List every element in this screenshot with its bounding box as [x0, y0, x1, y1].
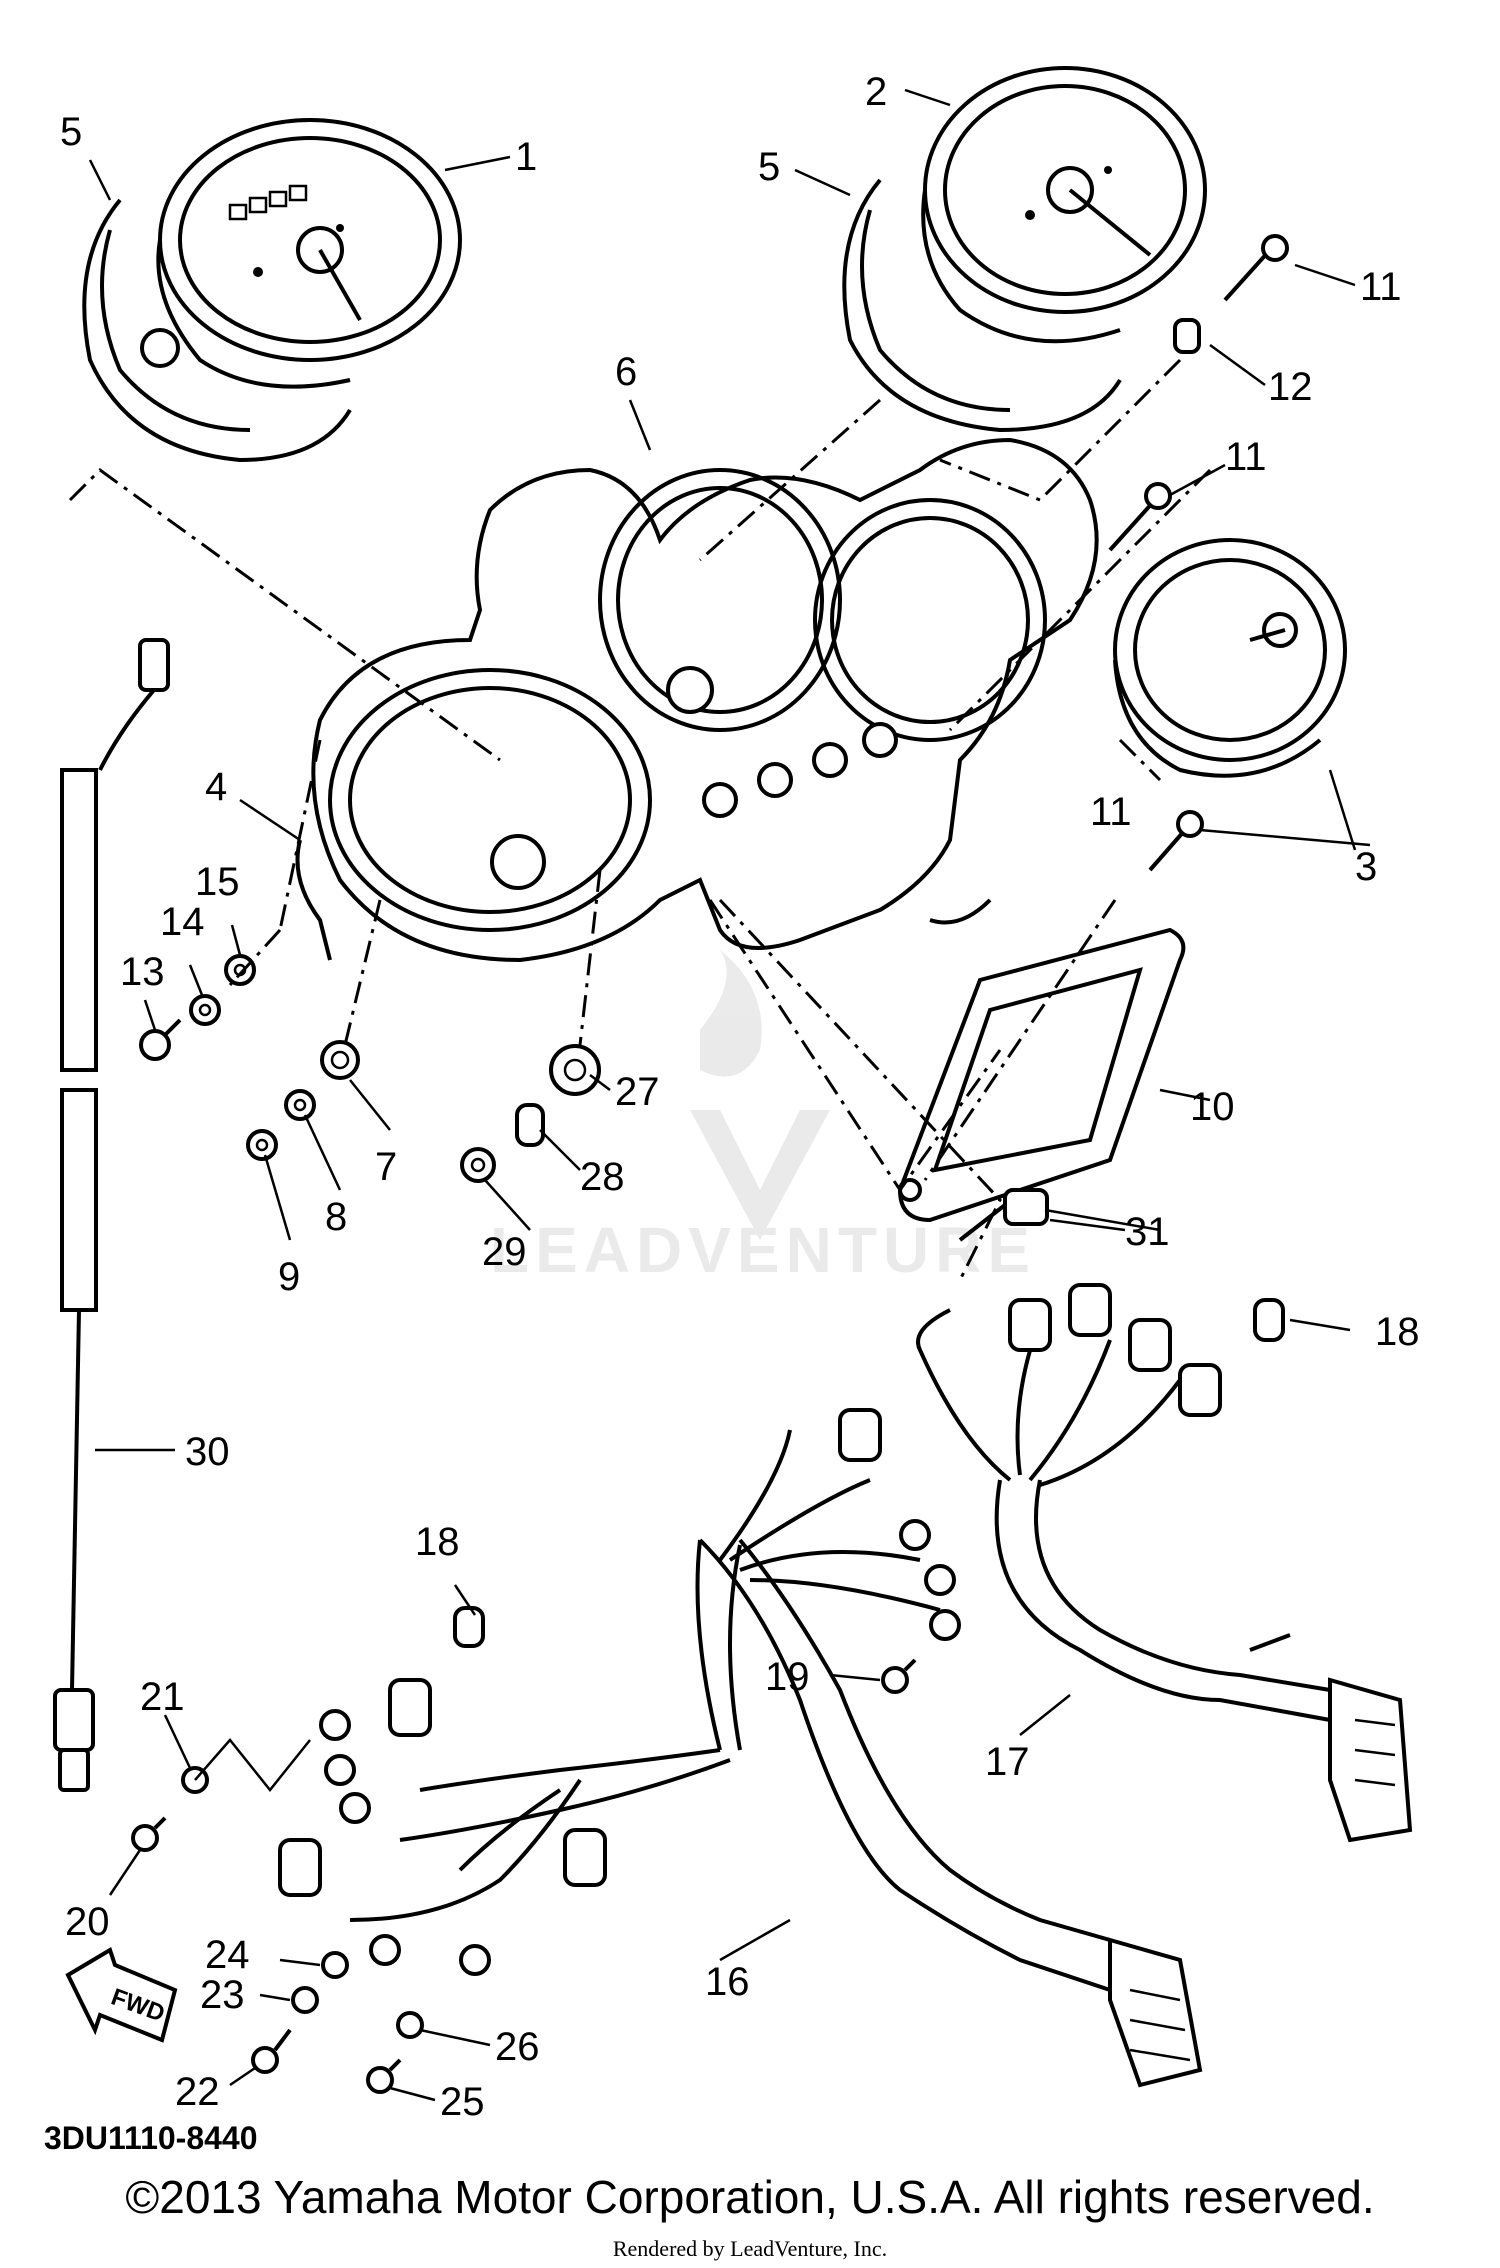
screw-13	[139, 1018, 182, 1061]
callout-3: 3	[1355, 845, 1377, 889]
callout-6: 6	[615, 350, 637, 394]
callout-29: 29	[482, 1230, 527, 1274]
callout-4: 4	[205, 765, 227, 809]
speedometer-cable	[53, 638, 170, 1792]
bolt-31	[958, 1188, 1049, 1242]
callout-17: 17	[985, 1740, 1030, 1784]
indicator-lens	[897, 927, 1186, 1223]
callout-9: 9	[278, 1255, 300, 1299]
callout-28: 28	[580, 1155, 625, 1199]
callout-5-right: 5	[758, 145, 780, 189]
alignment-lines	[68, 358, 1212, 1281]
screw-11-mid	[1108, 482, 1172, 552]
washer-26	[396, 2011, 424, 2039]
screw-11-low	[1148, 810, 1204, 872]
collar-28	[515, 1103, 545, 1147]
rendered-by-credit: Rendered by LeadVenture, Inc.	[612, 2236, 888, 2261]
callout-11-mid: 11	[1225, 435, 1267, 479]
callout-22: 22	[175, 2070, 220, 2114]
bulb-18-right	[1253, 1298, 1285, 1342]
callout-11-low: 11	[1090, 790, 1132, 834]
zigzag-leader	[194, 1738, 311, 1793]
watermark-text: LEADVENTURE	[490, 1214, 1036, 1286]
callout-5-left: 5	[60, 110, 82, 154]
tachometer-gauge	[156, 118, 462, 389]
diagram-code: 3DU1110-8440	[44, 2120, 258, 2156]
nut-9	[246, 1129, 278, 1161]
fwd-arrow: FWD	[65, 1947, 178, 2043]
callout-14: 14	[160, 900, 205, 944]
callout-15: 15	[195, 860, 240, 904]
leader-lines	[88, 88, 1371, 2102]
small-gauge	[1113, 538, 1347, 778]
callout-27: 27	[615, 1070, 660, 1114]
wire-harness-17	[916, 1283, 1413, 1843]
grommet-12	[1173, 318, 1201, 354]
speedometer-gauge	[921, 66, 1207, 344]
screw-25	[366, 2058, 402, 2094]
bulb-18-left	[453, 1606, 485, 1648]
callout-11-top: 11	[1360, 265, 1402, 309]
callout-2: 2	[865, 70, 887, 114]
gauge-case-right	[842, 178, 1122, 433]
callout-13: 13	[120, 950, 165, 994]
callout-18-right: 18	[1375, 1310, 1420, 1354]
callout-12: 12	[1268, 365, 1313, 409]
wire-harness-16	[278, 1408, 1203, 2088]
grommet-27	[549, 1044, 601, 1096]
screw-19	[881, 1658, 917, 1694]
callout-21: 21	[140, 1675, 185, 1719]
callout-25: 25	[440, 2080, 485, 2124]
callout-numbers: 1 2 3 4 5 5 6 7 8 9 10 11 11 11 12 13 14…	[60, 70, 1420, 2124]
meter-housing	[295, 437, 1099, 963]
grommet-7	[320, 1040, 360, 1080]
washer-14	[189, 994, 221, 1026]
callout-7: 7	[375, 1145, 397, 1189]
washer-15	[224, 954, 256, 986]
callout-19: 19	[765, 1655, 810, 1699]
gauge-case-left	[82, 198, 352, 463]
nut-29	[460, 1147, 496, 1183]
leadventure-watermark: LEADVENTURE	[490, 950, 1036, 1286]
nut-24	[321, 1951, 349, 1979]
callout-10: 10	[1190, 1085, 1235, 1129]
callout-20: 20	[65, 1900, 110, 1944]
callout-1: 1	[515, 135, 537, 179]
callout-8: 8	[325, 1195, 347, 1239]
callout-16: 16	[705, 1960, 750, 2004]
washer-23	[291, 1986, 319, 2014]
screw-11-top	[1223, 234, 1289, 302]
callout-23: 23	[200, 1973, 245, 2017]
callout-30: 30	[185, 1430, 230, 1474]
callout-18-left: 18	[415, 1520, 460, 1564]
callout-31: 31	[1125, 1210, 1170, 1254]
copyright-notice: ©2013 Yamaha Motor Corporation, U.S.A. A…	[125, 2171, 1375, 2223]
screw-22	[251, 2028, 292, 2074]
screw-20	[131, 1816, 167, 1852]
callout-26: 26	[495, 2025, 540, 2069]
callout-24: 24	[205, 1933, 250, 1977]
washer-8	[284, 1089, 316, 1121]
